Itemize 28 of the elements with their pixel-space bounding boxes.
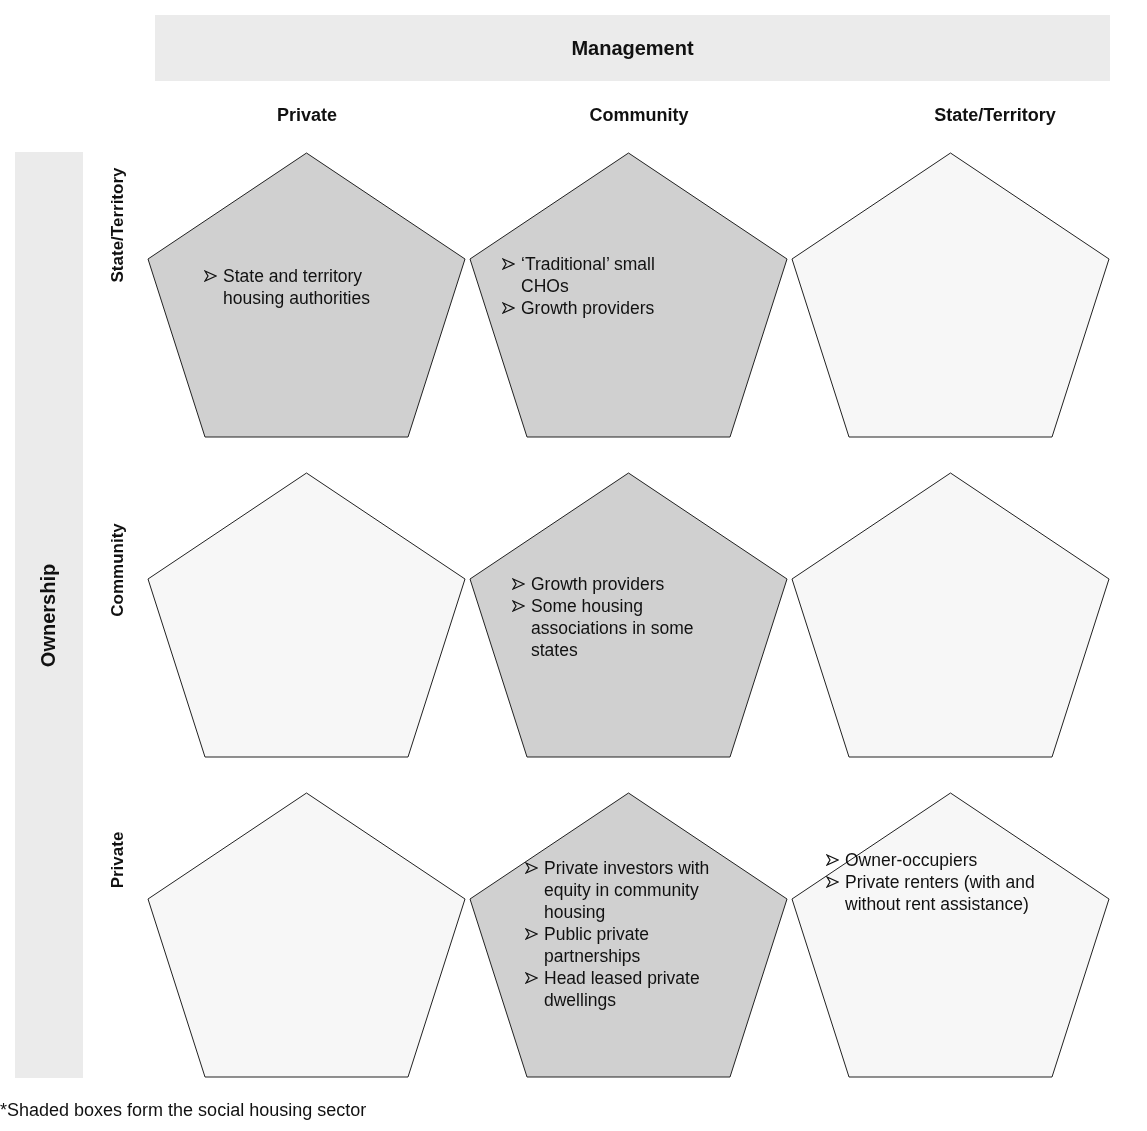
row-header: Community — [108, 523, 128, 617]
list-text: Owner-occupiers — [845, 849, 978, 871]
pentagon-box — [148, 793, 465, 1077]
pentagon-box — [792, 473, 1109, 757]
column-header: Community — [589, 104, 689, 126]
list-text: Some housing associations in some states — [531, 595, 695, 661]
list-text: Private investors with equity in community housing — [544, 857, 711, 923]
row-header: Private — [108, 831, 128, 889]
list-text: Growth providers — [521, 297, 655, 319]
pentagon-box — [148, 153, 465, 437]
pentagon-box — [792, 153, 1109, 437]
caption: *Shaded boxes form the social housing sector — [0, 1100, 367, 1121]
column-header: State/Territory — [934, 104, 1056, 126]
pentagon-box — [470, 793, 787, 1077]
column-header: Private — [277, 104, 337, 126]
list-text: Private renters (with and without rent assistance) — [845, 871, 1036, 915]
list-text: State and territory housing authorities — [223, 265, 371, 309]
pentagon-box — [470, 153, 787, 437]
side-band: Ownership — [15, 152, 83, 1078]
header-band: Management — [155, 15, 1110, 81]
row-header: State/Territory — [108, 167, 128, 283]
list-text: Head leased private dwellings — [544, 967, 701, 1011]
list-text: Public private partnerships — [544, 923, 651, 967]
pentagon-box — [148, 473, 465, 757]
list-text: Growth providers — [531, 573, 665, 595]
list-text: ‘Traditional’ small CHOs — [521, 253, 656, 297]
pentagon-box — [470, 473, 787, 757]
pentagon-box — [792, 793, 1109, 1077]
